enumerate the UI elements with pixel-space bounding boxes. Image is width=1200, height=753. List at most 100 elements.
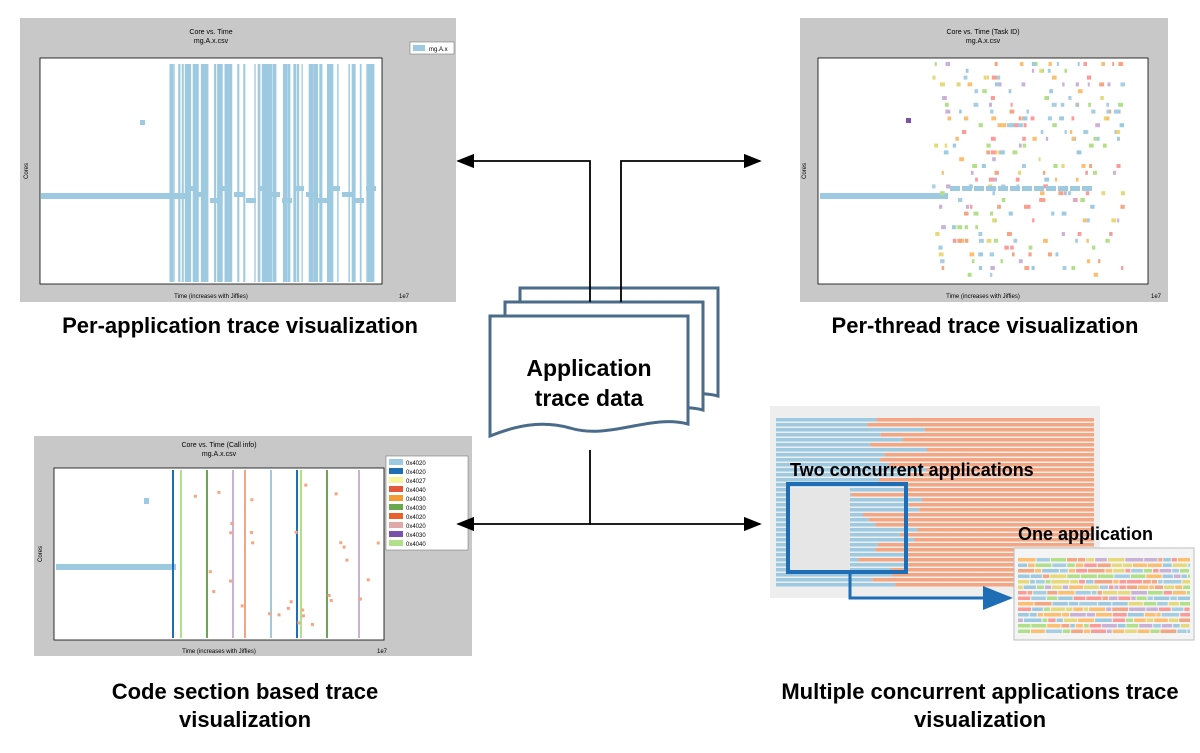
- trace-bar: [776, 438, 903, 442]
- trace-bar: [1143, 602, 1157, 606]
- trace-bar: [1097, 574, 1114, 578]
- trace-bar: [1028, 563, 1035, 567]
- trace-bar: [330, 186, 340, 191]
- trace-bar: [963, 116, 969, 121]
- trace-bar: [1001, 198, 1006, 202]
- per-app-plot-title: Core vs. Time: [189, 29, 232, 36]
- trace-bar: [1030, 116, 1035, 121]
- trace-bar: [969, 252, 975, 257]
- trace-bar: [1045, 136, 1049, 141]
- trace-bar: [1147, 563, 1162, 567]
- trace-bar: [939, 82, 945, 87]
- trace-bar: [907, 473, 1094, 477]
- legend-swatch: [389, 468, 403, 474]
- trace-bar: [1083, 607, 1089, 611]
- trace-bar: [1102, 596, 1108, 600]
- trace-bar: [254, 64, 256, 282]
- trace-bar: [1168, 602, 1179, 606]
- trace-bar: [1187, 574, 1190, 578]
- trace-bar: [229, 579, 233, 583]
- trace-bar: [1122, 563, 1132, 567]
- trace-bar: [946, 184, 951, 189]
- trace-bar: [1112, 607, 1129, 611]
- trace-bar: [286, 64, 288, 282]
- trace-bar: [1052, 602, 1068, 606]
- trace-bar: [919, 508, 1094, 512]
- per-thread-plot-subtitle: mg.A.x.csv: [966, 38, 1001, 45]
- trace-bar: [1028, 252, 1032, 257]
- trace-bar: [1116, 109, 1121, 114]
- trace-bar: [1052, 585, 1062, 589]
- trace-bar: [1062, 613, 1070, 617]
- trace-bar: [1108, 109, 1112, 114]
- trace-bar: [1121, 266, 1124, 270]
- trace-bar: [250, 498, 254, 502]
- trace-bar: [1095, 558, 1107, 562]
- legend-label: 0x4020: [406, 515, 426, 521]
- trace-bar: [204, 64, 206, 282]
- trace-bar: [228, 64, 233, 282]
- overlay-two-apps: Two concurrent applications: [790, 460, 1034, 480]
- trace-bar: [1158, 558, 1163, 562]
- trace-bar: [1069, 585, 1084, 589]
- trace-bar: [326, 470, 328, 638]
- trace-bar: [1089, 164, 1092, 168]
- trace-bar: [1163, 558, 1171, 562]
- trace-bar: [978, 232, 983, 236]
- trace-bar: [1098, 602, 1112, 606]
- trace-bar: [1075, 82, 1079, 87]
- trace-bar: [1023, 618, 1042, 622]
- trace-bar: [1151, 580, 1157, 584]
- trace-bar: [1000, 259, 1003, 264]
- trace-bar: [975, 225, 978, 230]
- trace-bar: [1175, 585, 1183, 589]
- trace-bar: [990, 136, 996, 141]
- trace-bar: [282, 64, 287, 282]
- trace-bar: [1075, 238, 1078, 243]
- trace-bar: [973, 102, 979, 107]
- trace-bar: [998, 186, 1008, 191]
- trace-bar: [1017, 123, 1023, 128]
- code-section-plot: Core vs. Time (Call info) mg.A.x.csv Tim…: [34, 436, 472, 656]
- trace-bar: [1080, 574, 1097, 578]
- code-section-plot-scale: 1e7: [377, 649, 388, 655]
- trace-bar: [1012, 150, 1018, 155]
- per-thread-plot-title: Core vs. Time (Task ID): [946, 29, 1019, 36]
- trace-bar: [1086, 238, 1089, 243]
- trace-bar: [1018, 602, 1034, 606]
- trace-bar: [1070, 580, 1079, 584]
- trace-bar: [1009, 123, 1015, 128]
- code-section-plot-title: Core vs. Time (Call info): [181, 442, 256, 449]
- code-section-plot-ylabel: Cores: [38, 546, 44, 562]
- trace-bar: [1058, 591, 1075, 595]
- trace-bar: [1025, 204, 1031, 209]
- trace-bar: [1018, 607, 1032, 611]
- trace-bar: [1162, 574, 1173, 578]
- trace-bar: [1059, 569, 1068, 573]
- trace-bar: [1044, 177, 1050, 182]
- trace-bar: [251, 541, 255, 545]
- trace-bar: [959, 238, 965, 243]
- trace-bar: [1119, 580, 1126, 584]
- trace-bar: [1088, 143, 1094, 148]
- trace-bar: [940, 259, 945, 264]
- trace-bar: [1089, 624, 1101, 628]
- trace-bar: [1172, 591, 1186, 595]
- trace-bar: [1080, 198, 1085, 202]
- trace-bar: [963, 211, 969, 216]
- trace-bar: [1019, 62, 1024, 66]
- trace-bar: [1076, 569, 1088, 573]
- trace-bar: [938, 245, 943, 250]
- trace-bar: [237, 64, 240, 282]
- trace-bar: [1051, 211, 1055, 216]
- trace-bar: [1154, 585, 1163, 589]
- trace-bar: [917, 528, 1094, 532]
- trace-bar: [1077, 62, 1080, 66]
- trace-bar: [1071, 266, 1076, 270]
- trace-bar: [1048, 62, 1052, 66]
- trace-bar: [1050, 574, 1067, 578]
- trace-bar: [1088, 569, 1105, 573]
- trace-bar: [820, 193, 948, 199]
- trace-bar: [1129, 607, 1146, 611]
- trace-bar: [1114, 574, 1130, 578]
